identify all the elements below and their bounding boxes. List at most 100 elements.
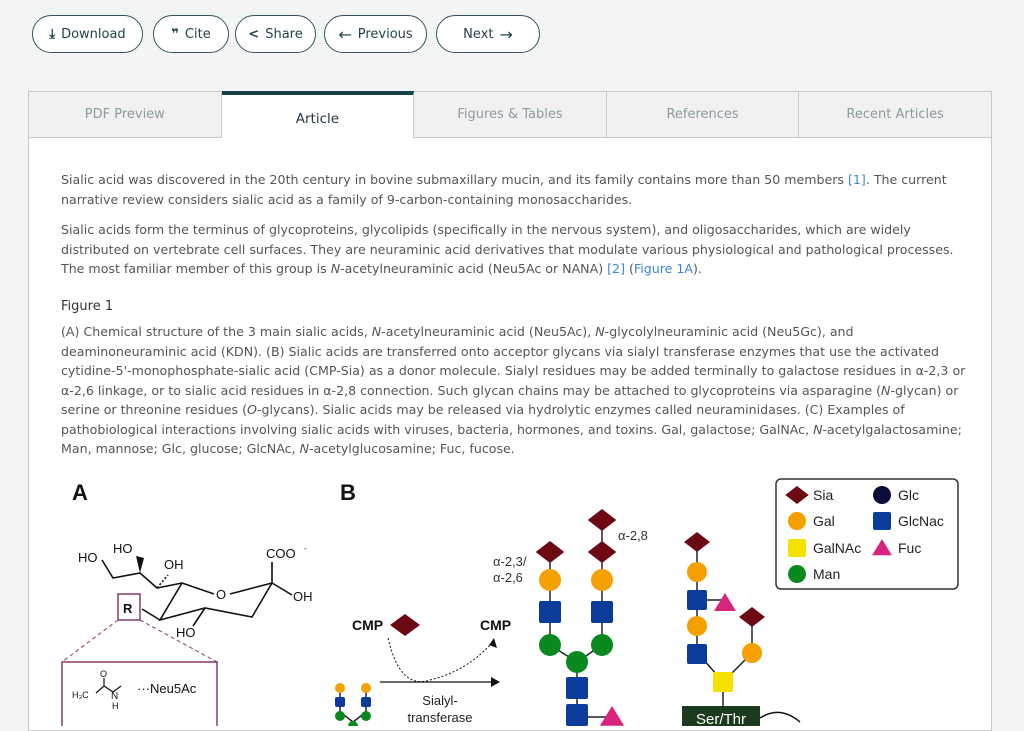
- legend-label-glc: Glc: [898, 487, 919, 503]
- text: Sialic acids form the terminus of glycop…: [61, 222, 954, 276]
- arrow-head: [489, 638, 497, 648]
- text: N: [330, 261, 341, 276]
- dashed-arc-arrow: [387, 637, 495, 682]
- figure-1a-link[interactable]: Figure 1A: [633, 261, 693, 276]
- linkage-label: α-2,3/: [493, 554, 527, 569]
- sia-diamond: [587, 541, 617, 563]
- next-button[interactable]: Next→: [436, 15, 540, 53]
- text: O: [247, 402, 257, 417]
- protein-backbone: [759, 711, 801, 723]
- enzyme-label: transferase: [407, 710, 472, 725]
- sia-diamond: [587, 509, 617, 531]
- sia-diamond: [535, 541, 565, 563]
- legend-box: [775, 478, 959, 590]
- gal-circle: [539, 569, 561, 591]
- gal-circle: [687, 616, 707, 636]
- figure-caption: (A) Chemical structure of the 3 main sia…: [61, 322, 966, 459]
- galnac-square: [713, 672, 733, 692]
- cmp-donor-label: CMP: [352, 617, 383, 633]
- text: N: [881, 382, 891, 398]
- previous-label: Previous: [357, 26, 413, 42]
- glcnac-square: [335, 697, 345, 707]
- share-button[interactable]: <Share: [235, 15, 316, 53]
- label: H₃C: [72, 690, 89, 700]
- tab-article[interactable]: Article: [221, 91, 415, 138]
- linkage-label: α-2,8: [618, 528, 648, 543]
- cite-button[interactable]: ❞ Cite: [153, 15, 229, 53]
- label: HO: [78, 550, 98, 565]
- legend-label-galnac: GalNAc: [813, 540, 861, 556]
- arrow-right-icon: →: [499, 24, 513, 44]
- tab-pdf-preview[interactable]: PDF Preview: [29, 92, 222, 138]
- label: -: [304, 544, 307, 553]
- glcnac-square: [361, 697, 371, 707]
- previous-button[interactable]: ←Previous: [324, 15, 427, 53]
- text: . The current narrative review considers…: [61, 172, 947, 207]
- fuc-triangle: [714, 593, 736, 611]
- wedge-bond: [136, 556, 144, 573]
- tab-recent-articles[interactable]: Recent Articles: [799, 92, 991, 138]
- reference-link-2[interactable]: [2]: [607, 261, 625, 276]
- man-circle: [566, 651, 588, 673]
- r-group-box: [117, 593, 141, 621]
- article-body: Sialic acid was discovered in the 20th c…: [61, 170, 966, 470]
- man-circle: [788, 565, 806, 583]
- text: -acetylgalactosamine; Man, mannose; Glc,…: [61, 421, 962, 457]
- label: OH: [164, 557, 184, 572]
- legend-label-glcnac: GlcNac: [898, 513, 944, 529]
- sia-diamond: [785, 486, 809, 504]
- quote-icon: ❞: [171, 26, 179, 42]
- text: N: [595, 324, 605, 339]
- panel-b-label: B: [340, 480, 356, 505]
- legend-label-sia: Sia: [813, 487, 833, 503]
- sia-diamond: [684, 532, 710, 552]
- label: O: [100, 669, 107, 679]
- label: OH: [293, 589, 313, 604]
- glcnac-square: [687, 644, 707, 664]
- legend-label-man: Man: [813, 566, 840, 582]
- text: Sialic acid was discovered in the 20th c…: [61, 172, 848, 187]
- text: N: [813, 421, 823, 437]
- gal-circle: [335, 683, 345, 693]
- dashed-connector: [139, 619, 218, 663]
- man-circle: [361, 711, 371, 721]
- glcnac-square: [566, 704, 588, 726]
- text: -acetylglucosamine; Fuc, fucose.: [308, 441, 515, 456]
- gal-circle: [788, 512, 806, 530]
- cite-label: Cite: [184, 26, 211, 42]
- download-button[interactable]: ⤓Download: [32, 15, 143, 53]
- cmp-product-label: CMP: [480, 617, 511, 633]
- label: N: [111, 691, 118, 702]
- label: HO: [176, 625, 196, 640]
- text: N: [371, 324, 382, 339]
- paragraph-1: Sialic acid was discovered in the 20th c…: [61, 170, 966, 209]
- tab-references[interactable]: References: [606, 92, 800, 138]
- r-group-detail-box: [61, 661, 218, 726]
- legend-label-fuc: Fuc: [898, 540, 921, 556]
- panel-a-label: A: [72, 480, 88, 505]
- man-circle: [348, 721, 358, 726]
- label: H: [112, 701, 119, 711]
- tab-bar: PDF Preview Article Figures & Tables Ref…: [29, 91, 991, 138]
- text: -acetylneuraminic acid (Neu5Ac),: [381, 324, 596, 339]
- legend-label-gal: Gal: [813, 513, 835, 529]
- article-toolbar: ⤓Download ❞ Cite <Share ←Previous Next→: [32, 15, 540, 53]
- reference-link-1[interactable]: [1]: [847, 172, 866, 187]
- ser-thr-box: [682, 706, 760, 726]
- galnac-square: [788, 539, 806, 557]
- glcnac-square: [591, 601, 613, 623]
- download-label: Download: [61, 26, 126, 42]
- bond: [95, 685, 122, 694]
- text: N: [299, 441, 309, 456]
- text: -acetylneuraminic acid (Neu5Ac or NANA): [340, 261, 608, 276]
- fuc-triangle: [599, 706, 625, 726]
- gal-circle: [361, 683, 371, 693]
- glycan-structures: [335, 509, 765, 726]
- label: ···Neu5Ac: [137, 681, 197, 696]
- tab-figures-tables[interactable]: Figures & Tables: [414, 92, 607, 138]
- gal-circle: [687, 562, 707, 582]
- text: -glycans). Sialic acids may be released …: [61, 402, 905, 437]
- man-circle: [335, 711, 345, 721]
- ser-thr-label: Ser/Thr: [696, 711, 746, 726]
